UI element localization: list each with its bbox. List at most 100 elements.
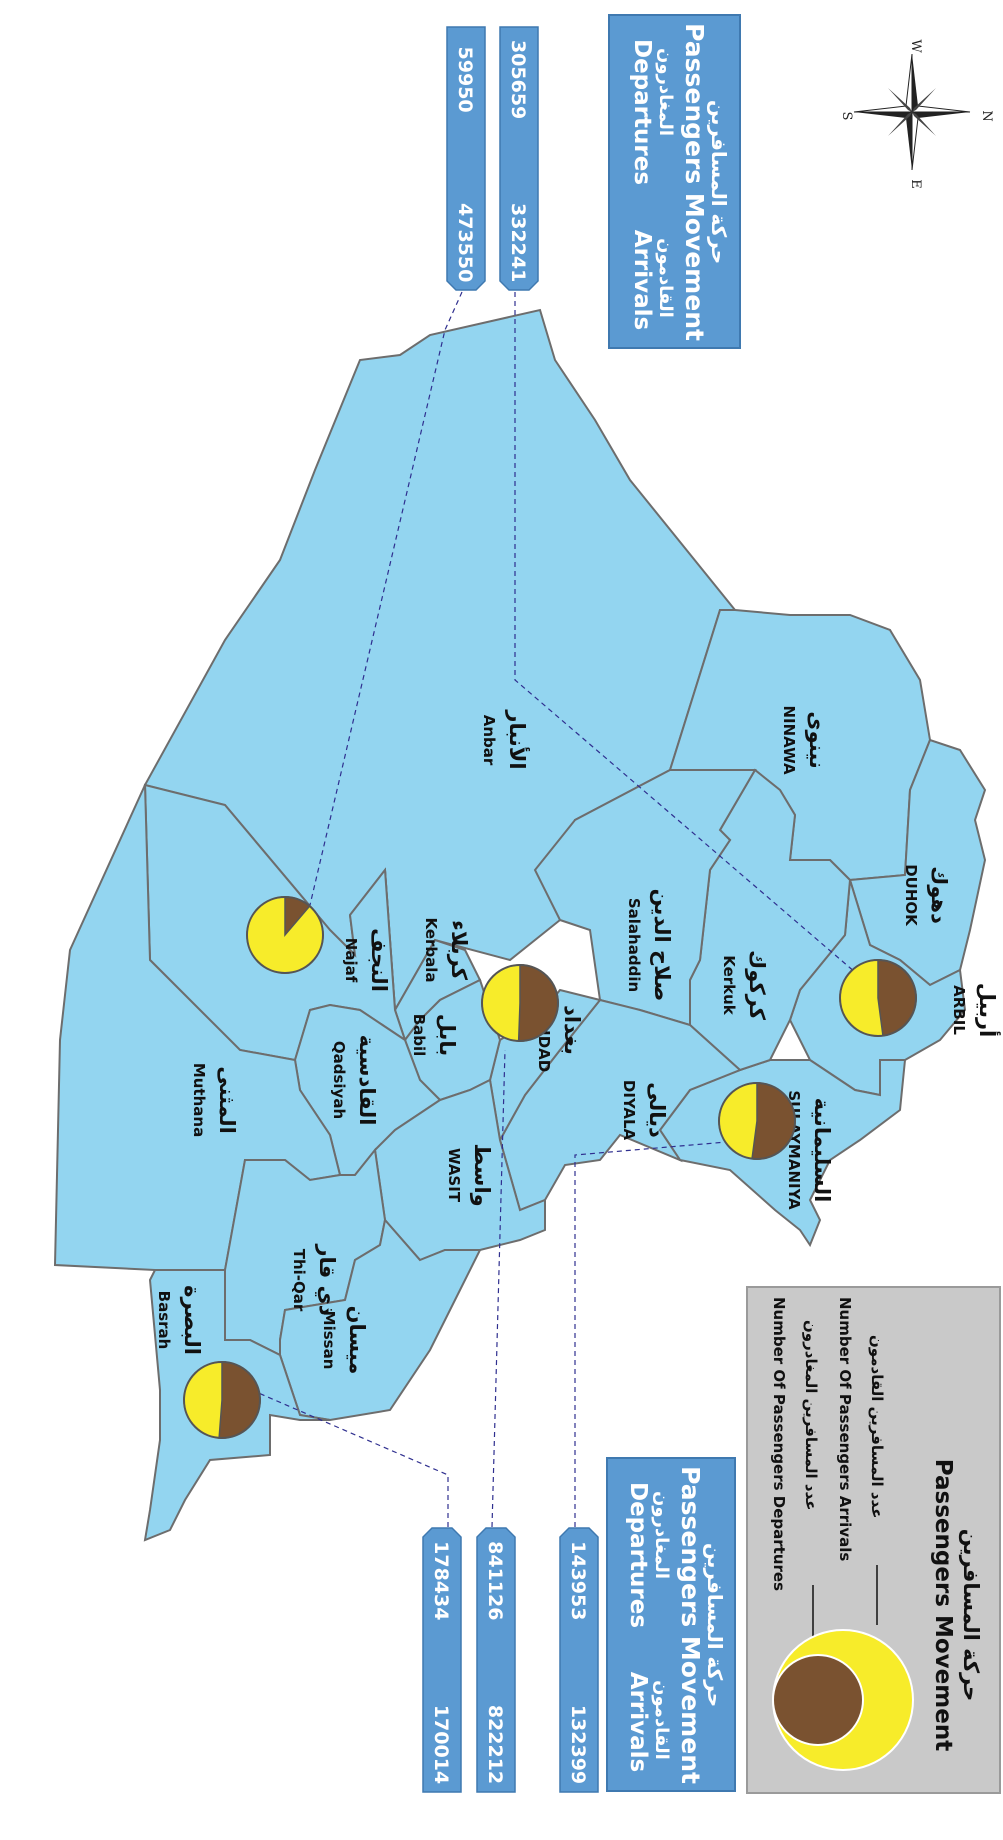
header-top-en-title: Passengers Movement: [680, 23, 709, 341]
province-label-en-anbar: Anbar: [480, 715, 498, 766]
legend-ar-title: حركة المسافرين: [959, 1529, 983, 1701]
value-box-shape-baghdad: [476, 1527, 516, 1793]
pie-outline-najaf: [246, 896, 324, 974]
value-box-najaf[interactable]: 59950 473550: [446, 26, 486, 291]
province-label-en-kerkuk: Kerkuk: [720, 955, 738, 1016]
province-label-ar-babil: بابل: [435, 1014, 459, 1056]
leader-line-najaf: [309, 291, 463, 906]
province-label-ar-muthana: المثنى: [215, 1066, 239, 1134]
header-box-top: حركة المسافرين Passengers Movement المغا…: [608, 14, 741, 349]
pie-baghdad[interactable]: [481, 964, 559, 1042]
header-bottom-ar-departures: المغادرون: [651, 1491, 672, 1579]
legend-ar-arrivals: عدد المسافرين القادمون: [868, 1335, 886, 1518]
province-label-en-salahaddin: Salahaddin: [625, 898, 643, 992]
value-arrivals-baghdad: 822212: [484, 1705, 506, 1784]
header-bottom-ar-title: حركة المسافرين: [703, 1543, 727, 1707]
pie-outline-sulaymaniya: [718, 1082, 796, 1160]
province-label-ar-anbar: الأنبار: [505, 709, 531, 769]
province-labels: نينوى NINAWA دهوك DUHOK أربيل ARBIL السليمانية…: [155, 705, 1002, 1374]
province-label-ar-kerkuk: كركوك: [745, 950, 769, 1021]
pie-arbil[interactable]: [839, 959, 917, 1037]
legend-en-arrivals: Number Of Passengers Arrivals: [836, 1297, 854, 1561]
value-arrivals-najaf: 473550: [454, 203, 476, 282]
pie-outline-basrah: [183, 1361, 261, 1439]
header-top-en-arrivals: Arrivals: [629, 230, 655, 330]
value-departures-arbil: 305659: [507, 40, 529, 119]
province-label-ar-najaf: النجف: [367, 928, 391, 992]
province-label-en-muthana: Muthana: [190, 1063, 208, 1137]
leader-line-arbil: [514, 292, 871, 986]
value-box-basrah[interactable]: 178434 170014: [422, 1527, 462, 1793]
province-label-ar-duhok: دهوك: [927, 866, 951, 924]
province-label-en-basrah: Basrah: [155, 1291, 173, 1350]
legend-ar-departures: عدد المسافرين المغادرون: [802, 1320, 820, 1510]
header-box-bottom: حركة المسافرين Passengers Movement المغا…: [606, 1457, 736, 1792]
value-departures-sulaymaniya: 143953: [567, 1541, 589, 1620]
header-top-en-departures: Departures: [629, 39, 655, 185]
province-label-ar-kerbala: كربلاء: [447, 920, 471, 981]
header-top-ar-arrivals: القادمون: [655, 238, 676, 318]
compass-rose-icon: [853, 53, 971, 171]
province-label-ar-thiqar: ذي قار: [314, 1243, 339, 1315]
value-departures-basrah: 178434: [430, 1541, 452, 1620]
province-label-en-arbil: ARBIL: [950, 985, 968, 1035]
province-label-ar-wasit: واسط: [470, 1143, 494, 1206]
value-box-sulaymaniya[interactable]: 143953 132399: [559, 1527, 599, 1793]
leader-line-baghdad: [491, 1049, 506, 1528]
header-top-ar-title: حركة المسافرين: [707, 100, 731, 264]
province-label-ar-baghdad: بغداد: [560, 1005, 584, 1055]
province-label-ar-ninawa: نينوى: [805, 711, 829, 768]
value-box-shape-sulaymaniya: [559, 1527, 599, 1793]
compass-letters: N S E W: [839, 39, 994, 188]
province-label-en-missan: Missan: [320, 1311, 338, 1370]
legend-panel: حركة المسافرين Passengers Movement عدد ا…: [746, 1286, 1001, 1794]
compass-s: S: [839, 112, 854, 121]
legend-departures-circle: [772, 1654, 864, 1746]
value-arrivals-sulaymaniya: 132399: [567, 1705, 589, 1784]
pie-najaf[interactable]: [246, 896, 324, 974]
province-label-ar-arbil: أربيل: [975, 983, 1002, 1038]
value-arrivals-basrah: 170014: [430, 1705, 452, 1784]
airport-pie-charts: [183, 896, 917, 1439]
province-label-en-qadsiyah: Qadsiyah: [330, 1041, 348, 1119]
province-label-ar-qadsiyah: القادسية: [355, 1035, 379, 1126]
province-salahaddin[interactable]: [533, 769, 757, 1027]
value-box-shape-najaf: [446, 26, 486, 291]
pie-sulaymaniya[interactable]: [718, 1082, 796, 1160]
header-bottom-en-arrivals: Arrivals: [625, 1672, 651, 1772]
province-label-ar-salahaddin: صلاح الدين: [650, 889, 674, 1002]
compass-e: E: [908, 179, 923, 189]
value-arrivals-arbil: 332241: [507, 203, 529, 282]
province-label-en-thiqar: Thi-Qar: [290, 1249, 308, 1312]
value-departures-najaf: 59950: [454, 47, 476, 113]
leader-lines: [239, 291, 871, 1528]
leader-line-sulaymaniya: [574, 1139, 751, 1527]
legend-en-departures: Number Of Passengers Departures: [770, 1297, 788, 1591]
province-label-en-babil: Babil: [410, 1014, 428, 1057]
province-label-en-diyala: DIYALA: [620, 1080, 638, 1141]
pie-outline-baghdad: [481, 964, 559, 1042]
value-box-shape-basrah: [422, 1527, 462, 1793]
pie-outline-arbil: [839, 959, 917, 1037]
province-label-ar-basrah: البصرة: [180, 1285, 204, 1355]
province-label-ar-missan: ميسان: [345, 1306, 369, 1375]
legend-en-title: Passengers Movement: [930, 1459, 956, 1751]
value-box-arbil[interactable]: 305659 332241: [499, 26, 539, 291]
value-boxes: 305659 332241 59950 473550 143953 132399 84112…: [422, 26, 599, 1793]
province-label-en-wasit: WASIT: [445, 1148, 463, 1203]
province-label-en-duhok: DUHOK: [902, 864, 920, 927]
pie-basrah[interactable]: [183, 1361, 261, 1439]
province-layer: [53, 308, 987, 1542]
province-label-en-ninawa: NINAWA: [780, 705, 798, 774]
header-bottom-en-title: Passengers Movement: [676, 1466, 705, 1784]
header-bottom-en-departures: Departures: [625, 1482, 651, 1628]
compass-n: N: [979, 110, 994, 121]
header-bottom-ar-arrivals: القادمون: [651, 1680, 672, 1760]
province-label-ar-sulaymaniya: السليمانية: [810, 1098, 834, 1203]
compass-w: W: [908, 39, 923, 53]
header-top-ar-departures: المغادرون: [655, 48, 676, 136]
province-label-en-kerbala: Kerbala: [422, 917, 440, 982]
province-label-en-najaf: Najaf: [342, 938, 360, 983]
